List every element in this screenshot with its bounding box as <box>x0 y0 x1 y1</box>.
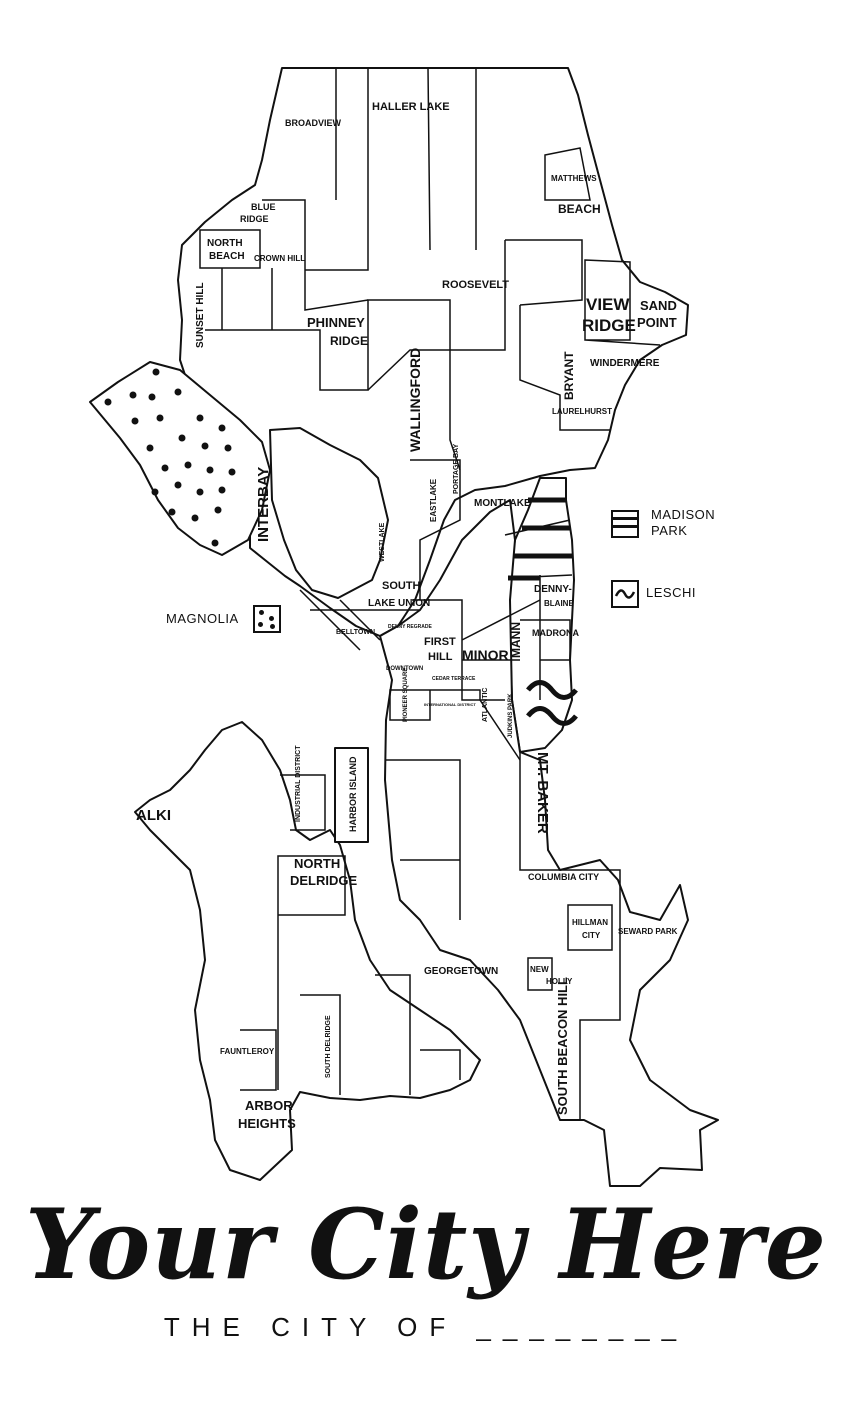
label-south-beacon-hill: SOUTH BEACON HILL <box>555 977 570 1115</box>
label-hillman: HILLMAN <box>572 918 608 927</box>
label-blue: BLUE <box>251 202 276 212</box>
label-wallingford: WALLINGFORD <box>407 348 423 452</box>
leschi-waves <box>526 680 578 726</box>
neighborhood-labels: BROADVIEW HALLER LAKE MATTHEWS BEACH BLU… <box>136 101 678 1131</box>
label-fauntleroy: FAUNTLEROY <box>220 1047 275 1056</box>
label-downtown: DOWNTOWN <box>386 666 423 672</box>
label-sand: SAND <box>640 298 677 313</box>
label-holly: HOLLY <box>546 977 573 986</box>
label-judkins-park: JUDKINS PARK <box>508 693 514 738</box>
harbor-island <box>334 747 369 843</box>
label-mt-baker: MT. BAKER <box>534 752 551 834</box>
label-broadview: BROADVIEW <box>285 118 342 128</box>
label-bryant: BRYANT <box>562 351 576 400</box>
madison-park-legend-icon <box>611 510 639 538</box>
label-laurelhurst: LAURELHURST <box>552 407 612 416</box>
label-first: FIRST <box>424 636 456 648</box>
neighborhood-boundaries <box>199 67 661 1120</box>
madison-park-legend-line2: PARK <box>651 523 688 538</box>
seattle-neighborhood-map: BROADVIEW HALLER LAKE MATTHEWS BEACH BLU… <box>89 67 719 1187</box>
leschi-legend-label: LESCHI <box>646 585 696 600</box>
madison-park-stripes <box>508 497 572 581</box>
label-harbor-island: HARBOR ISLAND <box>348 756 358 832</box>
leschi-legend-icon <box>611 580 639 608</box>
label-eastlake: EASTLAKE <box>429 478 438 522</box>
queen-anne-area <box>269 427 389 599</box>
label-hill: HILL <box>428 651 453 663</box>
label-crown-hill: CROWN HILL <box>254 254 305 263</box>
label-columbia-city: COLUMBIA CITY <box>528 872 599 882</box>
label-arbor: ARBOR <box>245 1098 293 1113</box>
label-south: SOUTH <box>382 580 421 592</box>
madison-park-legend-line1: MADISON <box>651 507 716 522</box>
label-interbay: INTERBAY <box>255 467 272 542</box>
label-international-district: INTERNATIONAL DISTRICT <box>424 702 476 707</box>
label-city-hillman: CITY <box>582 931 601 940</box>
magnolia-dots <box>104 368 236 547</box>
label-new: NEW <box>530 965 549 974</box>
label-alki: ALKI <box>136 807 171 824</box>
label-north-d: NORTH <box>294 856 340 871</box>
label-lake-union: LAKE UNION <box>368 598 430 609</box>
label-ridge-blue: RIDGE <box>240 214 269 224</box>
label-pioneer-square: PIONEER SQUARE <box>403 668 409 722</box>
magnolia-legend-icon <box>253 605 281 633</box>
label-roosevelt: ROOSEVELT <box>442 279 509 291</box>
label-atlantic: ATLANTIC <box>482 688 489 722</box>
label-madrona: MADRONA <box>532 628 579 638</box>
label-minor: MINOR <box>462 647 509 663</box>
label-denny: DENNY- <box>534 584 572 595</box>
label-south-delridge: SOUTH DELRIDGE <box>325 1015 332 1078</box>
label-industrial-district: INDUSTRIAL DISTRICT <box>295 745 302 822</box>
label-montlake: MONTLAKE <box>474 498 531 509</box>
label-mann: MANN <box>509 622 523 658</box>
label-ridge-view: RIDGE <box>582 316 636 335</box>
label-portage-bay: PORTAGE BAY <box>453 443 460 494</box>
label-phinney: PHINNEY <box>307 315 365 330</box>
label-beach: BEACH <box>558 202 601 216</box>
label-georgetown: GEORGETOWN <box>424 966 498 977</box>
label-westlake: WESTLAKE <box>379 522 386 562</box>
label-cedar-terrace: CEDAR TERRACE <box>432 676 476 682</box>
label-delridge: DELRIDGE <box>290 873 358 888</box>
label-beach-north: BEACH <box>209 251 245 262</box>
label-matthews: MATTHEWS <box>551 174 597 183</box>
label-seward-park: SEWARD PARK <box>618 927 678 936</box>
map-title: Your City Here <box>25 1188 827 1301</box>
madison-park-legend-label: MADISON PARK <box>651 507 715 539</box>
label-blaine: BLAINE <box>544 599 574 608</box>
magnolia-peninsula <box>89 361 271 556</box>
label-ridge-phinney: RIDGE <box>330 334 368 348</box>
magnolia-legend-label: MAGNOLIA <box>166 611 239 626</box>
label-view: VIEW <box>586 295 630 314</box>
label-north: NORTH <box>207 238 243 249</box>
label-belltown: BELLTOWN <box>336 629 375 636</box>
label-denny-regrade: DENNY REGRADE <box>388 624 432 630</box>
map-subtitle: THE CITY OF ________ <box>163 1312 689 1342</box>
label-heights: HEIGHTS <box>238 1116 296 1131</box>
label-haller-lake: HALLER LAKE <box>372 101 450 113</box>
label-point: POINT <box>637 315 677 330</box>
label-sunset-hill: SUNSET HILL <box>195 282 206 348</box>
label-windermere: WINDERMERE <box>590 358 660 369</box>
north-seattle-landmass <box>177 67 689 637</box>
